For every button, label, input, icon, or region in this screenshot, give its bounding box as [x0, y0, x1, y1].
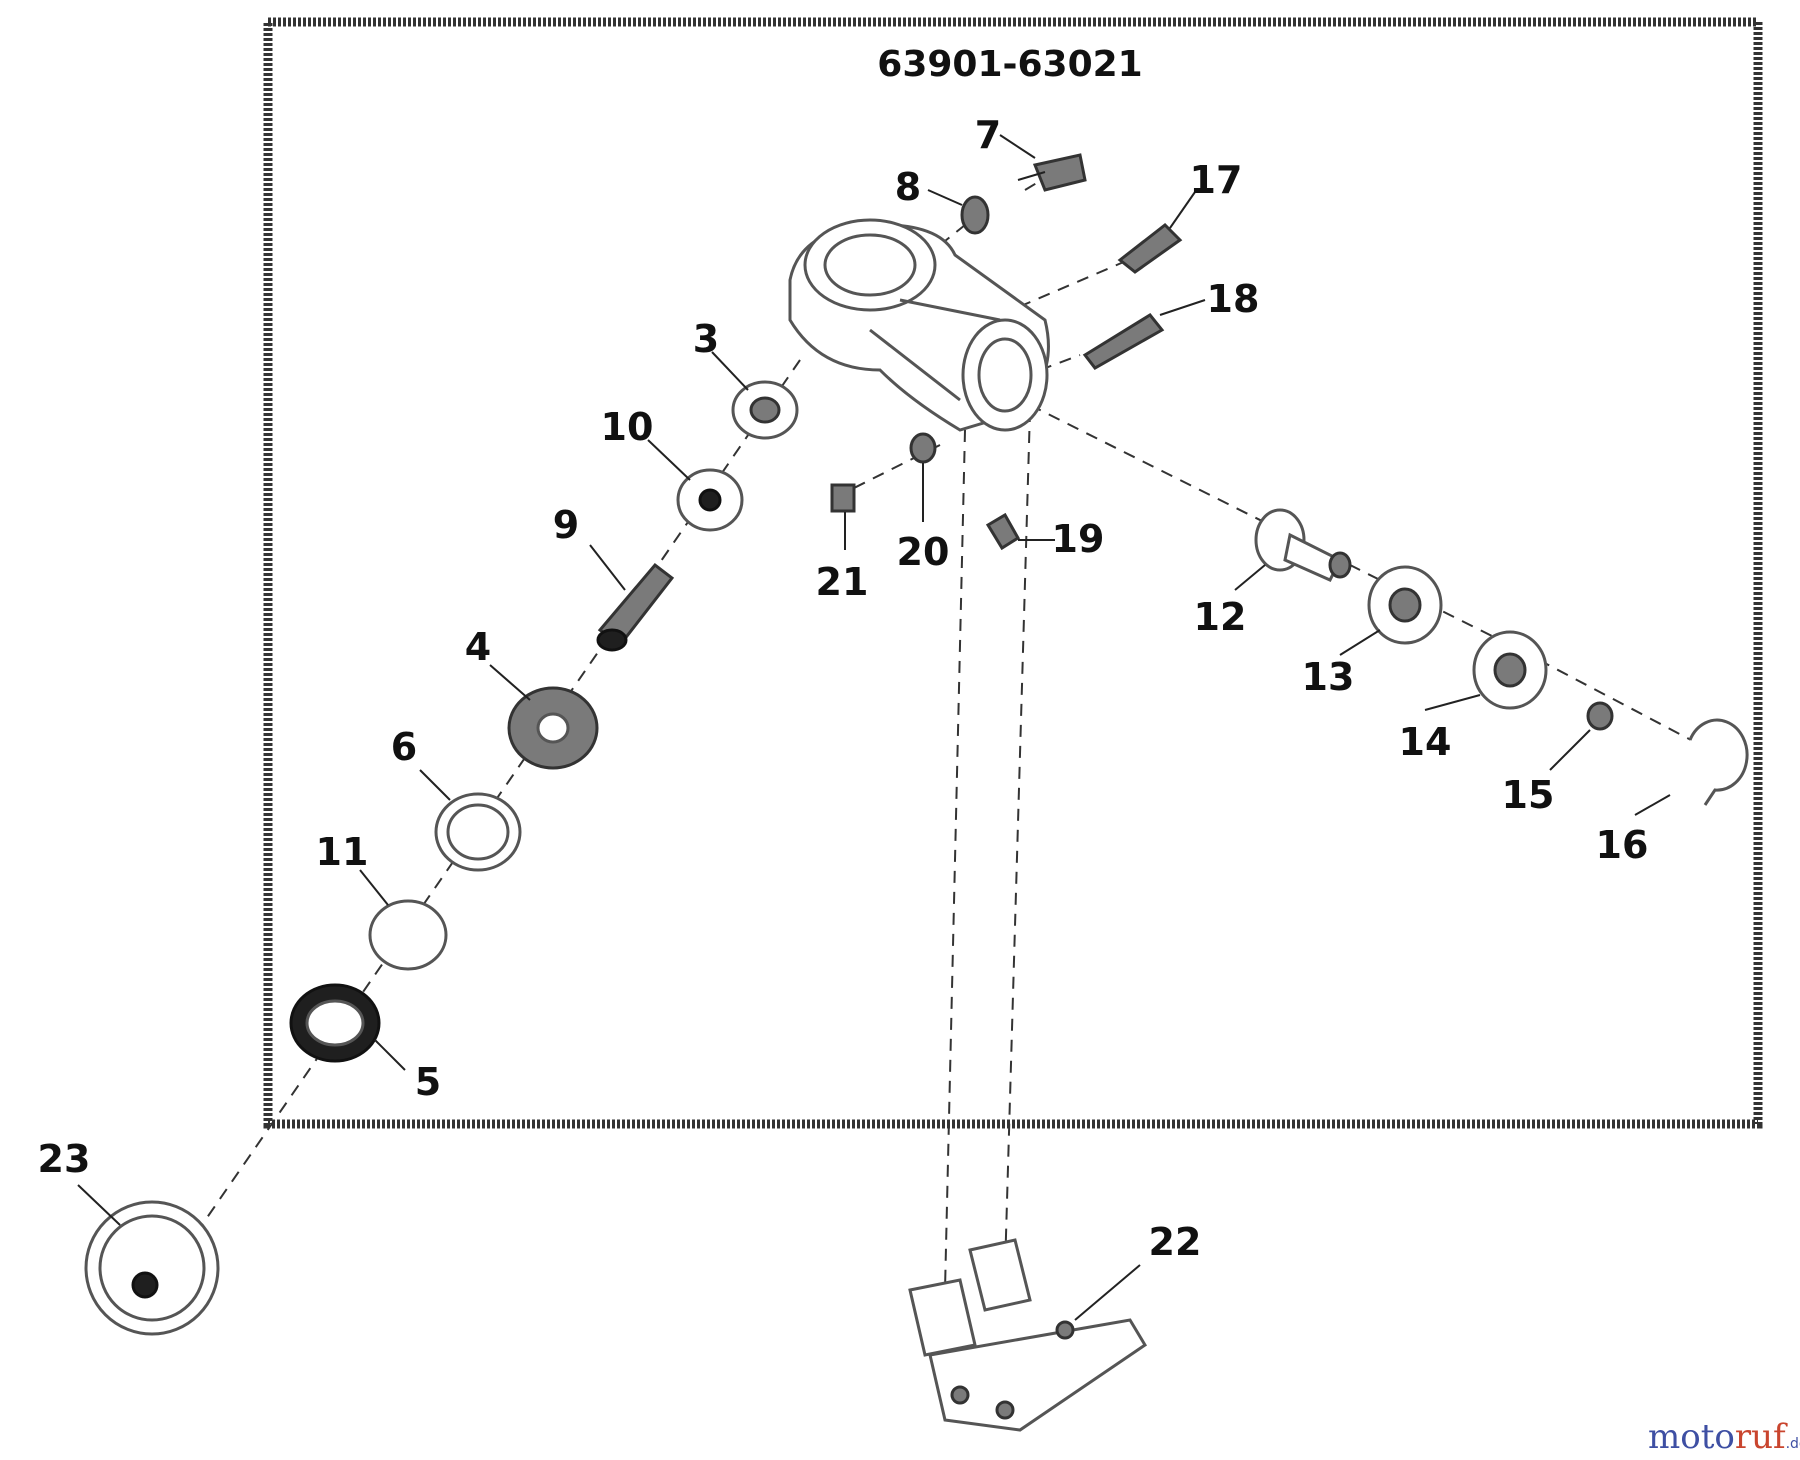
- callout-13: 13: [1302, 655, 1355, 699]
- part-20-nut: [909, 432, 937, 464]
- part-3-bearing: [731, 380, 799, 440]
- callout-22: 22: [1149, 1220, 1202, 1264]
- part-10-seal: [676, 468, 744, 532]
- callout-16: 16: [1596, 823, 1649, 867]
- callout-11: 11: [316, 830, 369, 874]
- watermark-suffix: .de: [1786, 1436, 1800, 1452]
- callout-10: 10: [601, 405, 654, 449]
- watermark: motoruf.de: [1648, 1417, 1800, 1457]
- part-22-mounting-plate: [908, 1238, 1148, 1432]
- part-19-grease-nipple: [985, 512, 1021, 551]
- part-15-washer: [1586, 701, 1614, 731]
- callout-12: 12: [1194, 595, 1247, 639]
- part-5-seal-ring: [289, 983, 381, 1063]
- part-14-bearing: [1472, 630, 1548, 710]
- callout-9: 9: [553, 503, 579, 547]
- part-4-gear: [507, 686, 599, 770]
- diagram-frame: [263, 17, 1763, 1129]
- leader-lines: [77, 134, 1671, 1321]
- callout-14: 14: [1399, 720, 1452, 764]
- part-11-washer: [368, 899, 448, 971]
- gear-housing: [788, 218, 1050, 432]
- part-17-bolt: [1117, 223, 1183, 274]
- callout-3: 3: [693, 317, 719, 361]
- callout-5: 5: [415, 1060, 441, 1104]
- callout-6: 6: [391, 725, 417, 769]
- part-7-screw: [1017, 153, 1087, 192]
- part-12-drive-shaft: [1254, 508, 1352, 582]
- part-18-bolt: [1082, 313, 1165, 370]
- part-8-nut: [960, 195, 990, 235]
- callout-4: 4: [465, 625, 491, 669]
- part-16-circlip: [1688, 718, 1749, 806]
- callout-18: 18: [1207, 277, 1260, 321]
- diagram-title: 63901-63021: [877, 44, 1142, 85]
- callout-21: 21: [816, 560, 869, 604]
- part-23-cap: [84, 1200, 220, 1336]
- part-13-bearing: [1367, 565, 1443, 645]
- callout-20: 20: [897, 530, 950, 574]
- callout-17: 17: [1190, 158, 1243, 202]
- callout-23: 23: [38, 1137, 91, 1181]
- callout-8: 8: [895, 165, 921, 209]
- callout-15: 15: [1502, 773, 1555, 817]
- part-6-ring: [434, 792, 522, 872]
- watermark-part-b: ruf: [1735, 1417, 1788, 1457]
- part-9-pinion-shaft: [596, 562, 675, 652]
- part-21-nut: [830, 483, 856, 513]
- callout-19: 19: [1052, 517, 1105, 561]
- callout-7: 7: [975, 113, 1001, 157]
- watermark-part-a: moto: [1648, 1417, 1735, 1457]
- callout-labels: 7 8 17 18 3 10 9 4 6 11 5 23 21 20 19 12…: [38, 113, 1649, 1264]
